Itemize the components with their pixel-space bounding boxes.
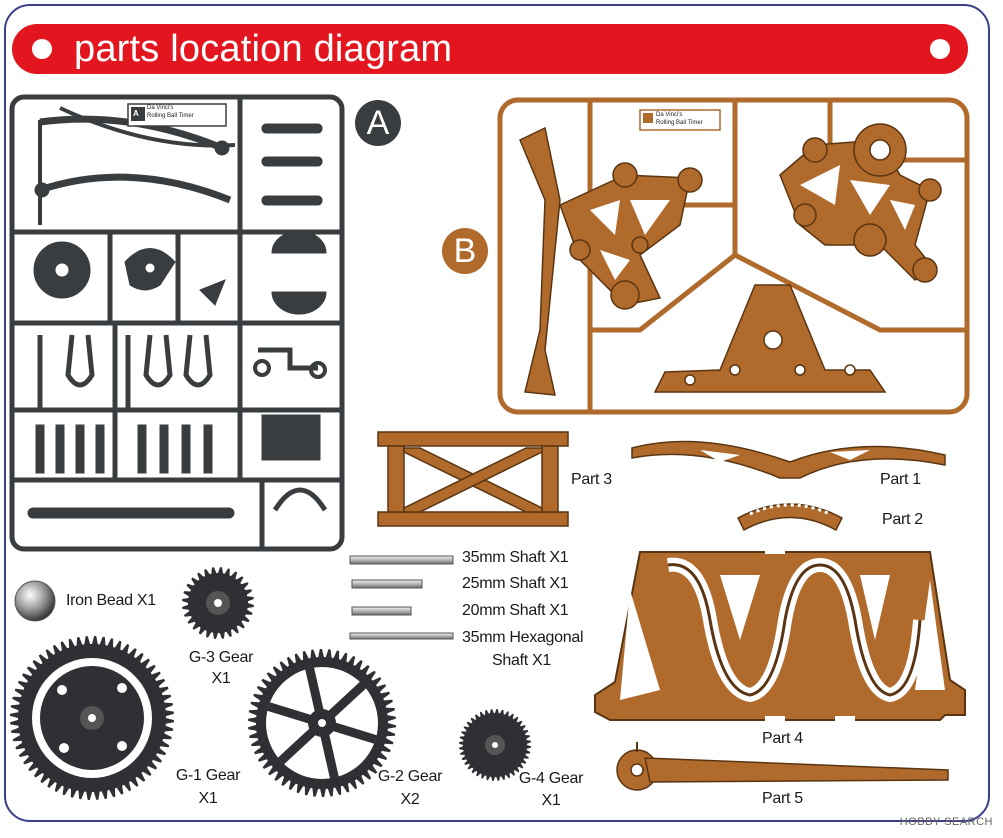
label-iron-bead: Iron Bead X1 (66, 592, 156, 609)
label-g3-line1: G-3 Gear (188, 649, 254, 666)
page-frame (4, 4, 990, 822)
sprue-a-tag-letter: A (133, 109, 139, 118)
gear-g1-hole-0 (57, 685, 67, 695)
label-g3-line2: X1 (211, 670, 231, 687)
gears (10, 567, 531, 800)
sprue-b-tag-text: Da Vinci's Rolling Ball Timer (656, 111, 703, 127)
label-part1: Part 1 (880, 471, 921, 488)
page-title: parts location diagram (74, 28, 453, 70)
gear-g1-hole (88, 714, 96, 722)
watermark: HOBBY SEARCH (899, 816, 993, 828)
label-shaft-hex-line1: 35mm Hexagonal (462, 629, 584, 646)
part4-shape (594, 548, 966, 722)
label-part4: Part 4 (762, 730, 803, 747)
gear-g1-hole-2 (59, 743, 69, 753)
sprue-b-badge: B (442, 228, 488, 274)
label-shaft-35: 35mm Shaft X1 (462, 549, 569, 566)
sprue-a (9, 94, 345, 552)
sprue-a-tag-text: Da Vinci's Rolling Ball Timer (147, 104, 194, 120)
label-g2-line2: X2 (400, 791, 420, 808)
label-g4-line1: G-4 Gear (518, 770, 584, 787)
label-shaft-25: 25mm Shaft X1 (462, 575, 569, 592)
gear-g1-hole-3 (117, 741, 127, 751)
banner-dot-left (32, 39, 52, 59)
gear-g1-hole-1 (117, 683, 127, 693)
part5-shape (616, 742, 949, 791)
label-part3: Part 3 (571, 471, 612, 488)
part3-shape (377, 431, 569, 527)
sprue-b-tag (639, 109, 721, 131)
label-g1-line2: X1 (198, 790, 218, 807)
gear-g2-hole (318, 719, 326, 727)
label-shaft-hex-line2: Shaft X1 (492, 652, 551, 669)
label-part2: Part 2 (882, 511, 923, 528)
iron-bead (14, 580, 56, 622)
sprue-b-tag-line1: Da Vinci's (656, 112, 683, 118)
banner-dot-right (930, 39, 950, 59)
part2-shape (737, 503, 843, 532)
title-banner: parts location diagram (12, 24, 968, 74)
sprue-a-tag-line2: Rolling Ball Timer (147, 113, 194, 119)
gear-g3-hole (214, 599, 222, 607)
sprue-a-tag (127, 103, 227, 127)
gear-g4-hole (492, 742, 498, 748)
sprue-a-badge: A (355, 100, 401, 146)
sprue-b-parts (519, 123, 942, 396)
part1-shape (631, 440, 946, 479)
label-g2-line1: G-2 Gear (377, 768, 443, 785)
label-part5: Part 5 (762, 790, 803, 807)
shafts (349, 555, 454, 640)
sprue-a-tag-line1: Da Vinci's (147, 105, 174, 111)
label-g1-line1: G-1 Gear (175, 767, 241, 784)
label-shaft-20: 20mm Shaft X1 (462, 602, 569, 619)
sprue-b-tag-line2: Rolling Ball Timer (656, 120, 703, 126)
label-g4-line2: X1 (541, 792, 561, 809)
